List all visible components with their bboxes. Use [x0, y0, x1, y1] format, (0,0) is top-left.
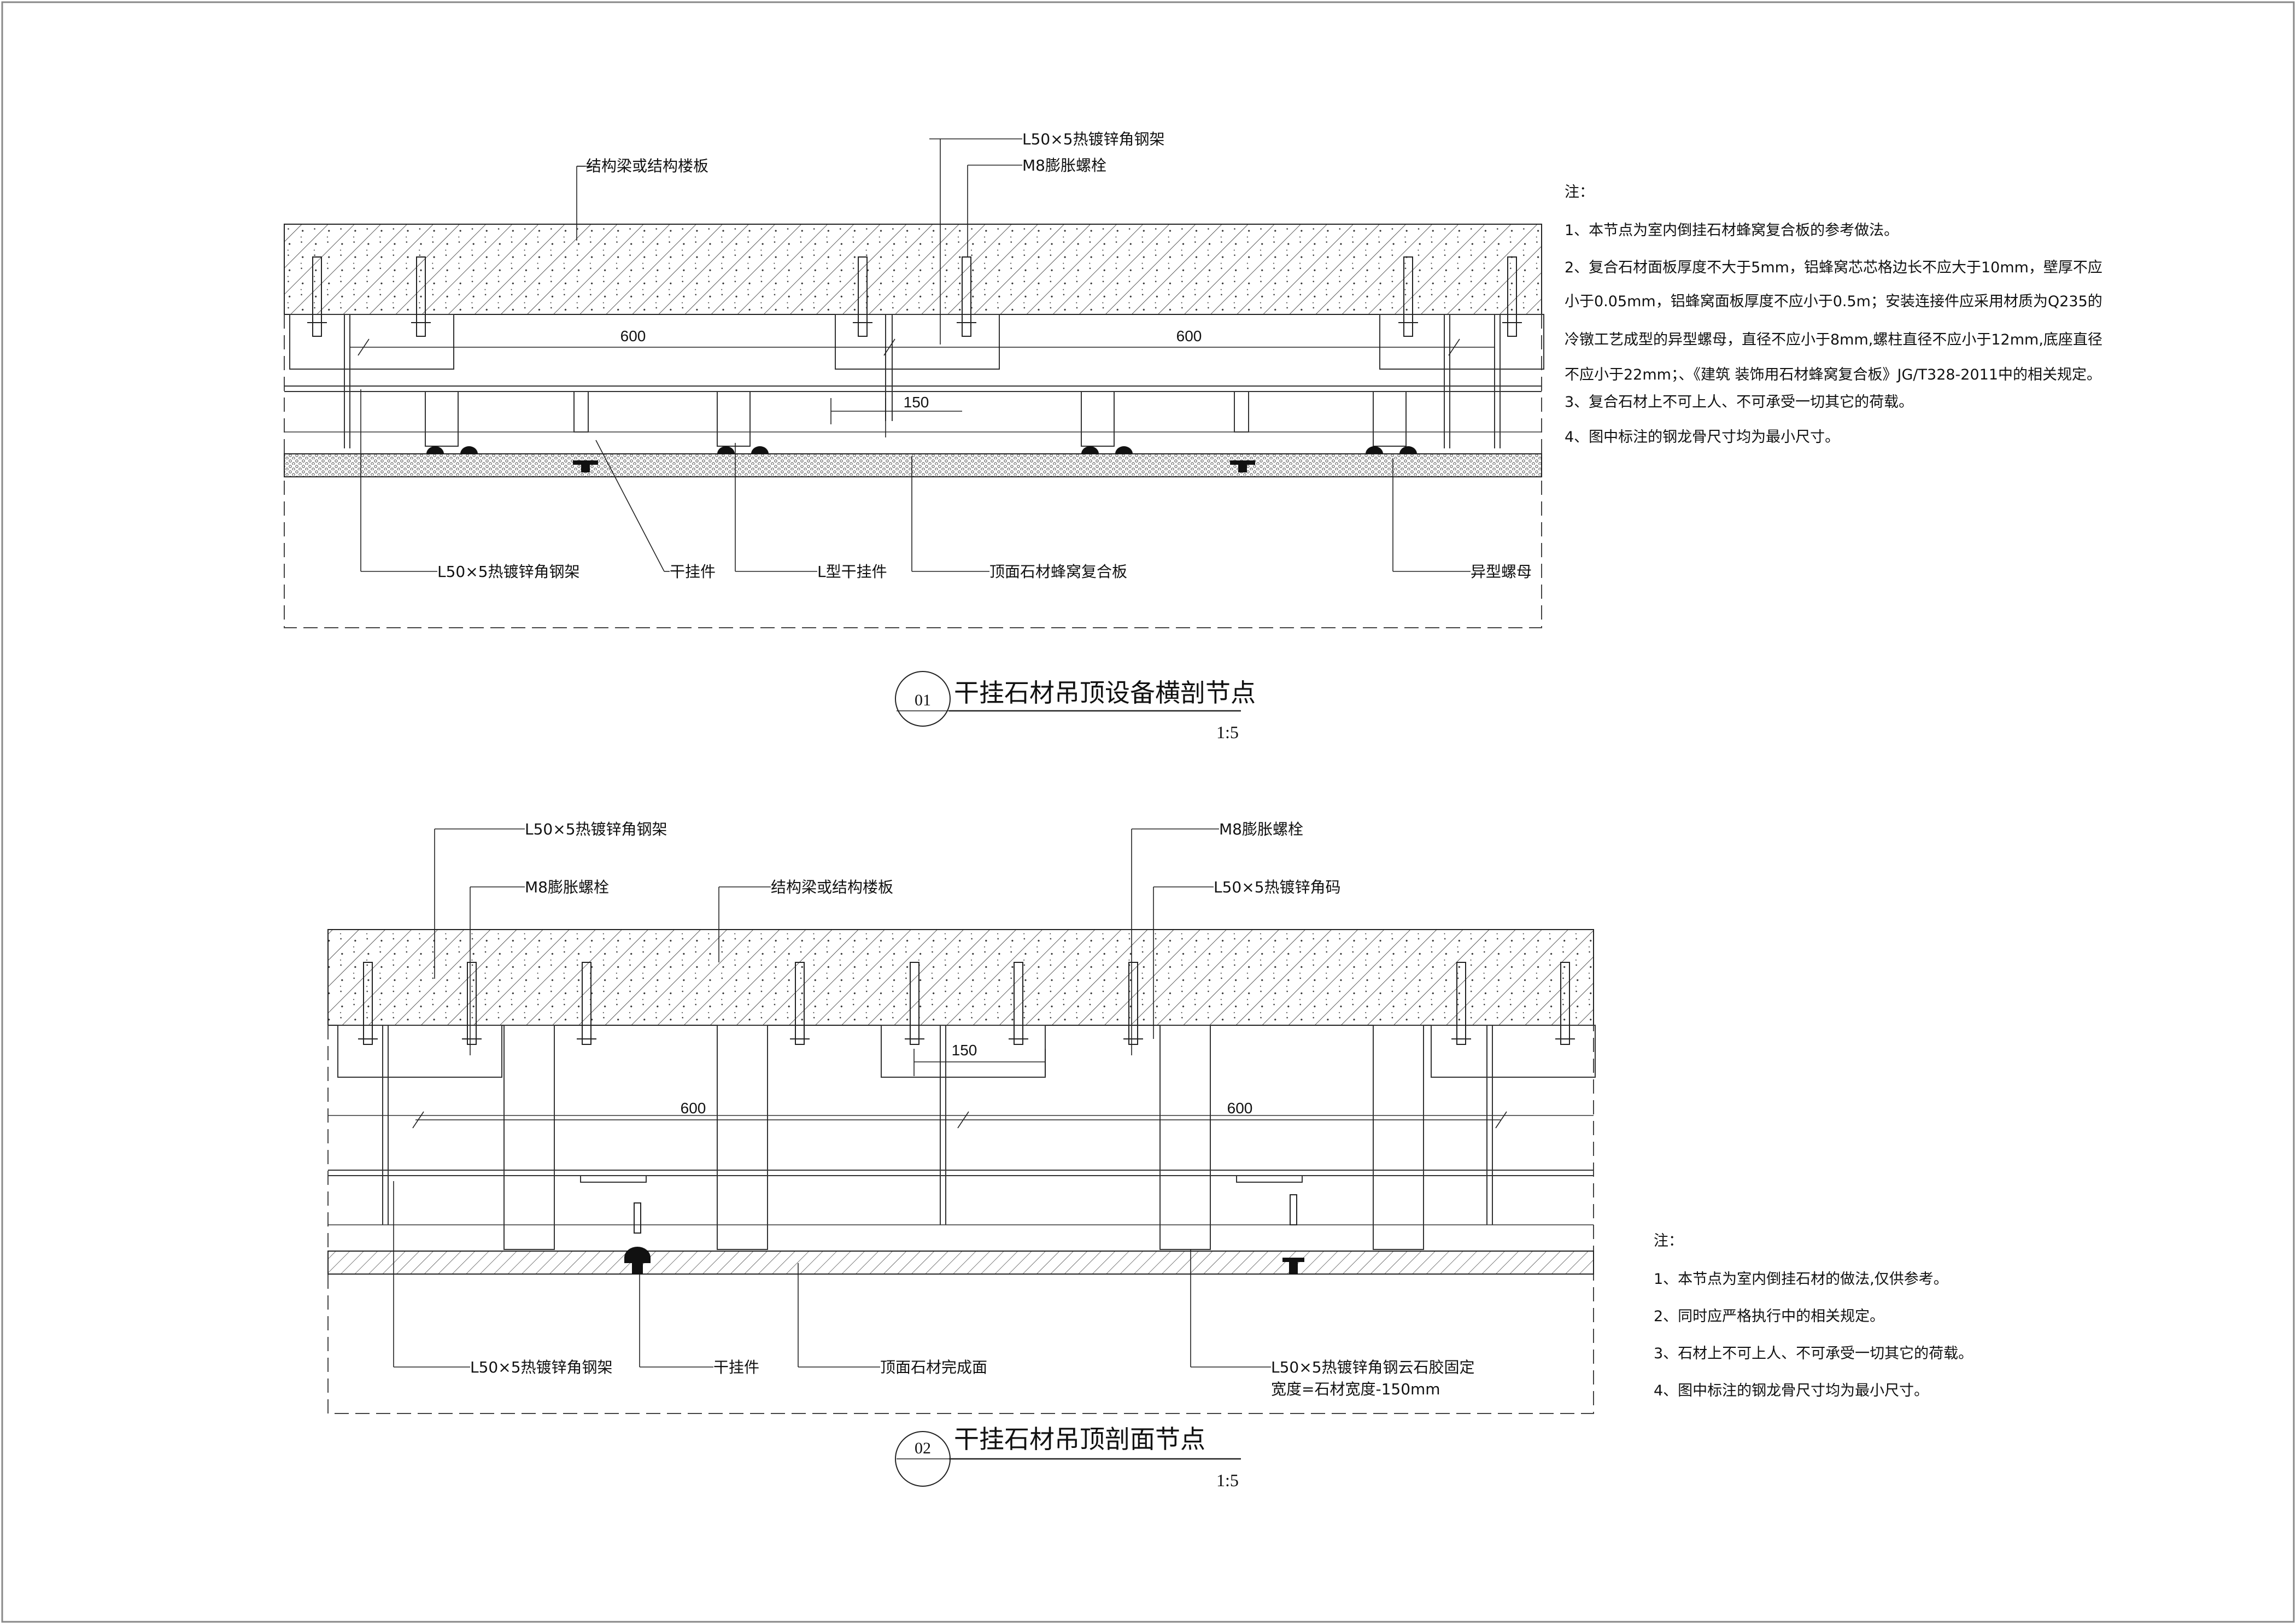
label-expansion-bolt-right-02: M8膨胀螺栓 — [1219, 820, 1303, 838]
structure-slab — [284, 224, 1542, 315]
label-structure-02: 结构梁或结构楼板 — [771, 878, 893, 896]
label-angle-frame-bottom-02: L50×5热镀锌角钢架 — [470, 1358, 613, 1376]
label-finish-face-02: 顶面石材完成面 — [880, 1358, 987, 1376]
label-structure: 结构梁或结构楼板 — [586, 157, 708, 175]
notes-1-line-6: 3、复合石材上不可上人、不可承受一切其它的荷载。 — [1565, 394, 1913, 411]
notes-1-line-3: 小于0.05mm，铝蜂窝面板厚度不应小于0.5m；安装连接件应采用材质为Q235… — [1565, 293, 2102, 310]
dim-span-left-02: 600 — [681, 1100, 706, 1117]
notes-2-line-4: 4、图中标注的钢龙骨尺寸均为最小尺寸。 — [1654, 1382, 1929, 1399]
detail-01-circle — [895, 671, 951, 727]
detail-02-scale: 1:5 — [1216, 1470, 1239, 1490]
detail-02: 600 600 150 L50×5热镀锌角钢架 M8膨胀螺栓 结构梁或结构楼板 … — [327, 820, 1596, 1490]
notes-1-heading: 注： — [1565, 184, 1594, 201]
label-expansion-bolt: M8膨胀螺栓 — [1022, 156, 1106, 174]
label-dry-hanger: 干挂件 — [670, 563, 716, 581]
detail-02-number: 02 — [915, 1439, 931, 1457]
notes-1-line-2: 2、复合石材面板厚度不大于5mm，铝蜂窝芯芯格边长不应大于10mm，壁厚不应 — [1565, 259, 2102, 276]
notes-2-heading: 注： — [1654, 1232, 1683, 1249]
notes-1-line-5: 不应小于22mm；、《建筑 装饰用石材蜂窝复合板》JG/T328-2011中的相… — [1565, 366, 2101, 383]
expansion-bolts — [307, 256, 1522, 337]
label-special-nut: 异型螺母 — [1471, 563, 1532, 581]
dim-gap: 150 — [904, 394, 929, 411]
detail-01-number: 01 — [915, 691, 931, 709]
notes-1-line-1: 1、本节点为室内倒挂石材蜂窝复合板的参考做法。 — [1565, 222, 1899, 239]
label-dry-hanger-02: 干挂件 — [713, 1358, 759, 1376]
detail-02-title: 干挂石材吊顶剖面节点 — [954, 1424, 1205, 1454]
leader-lines — [360, 138, 1471, 572]
stone-finish — [327, 1251, 1594, 1275]
label-expansion-bolt-left-02: M8膨胀螺栓 — [525, 878, 609, 896]
label-glue-fix-line2: 宽度=石材宽度-150mm — [1271, 1380, 1440, 1398]
notes-2-line-3: 3、石材上不可上人、不可承受一切其它的荷载。 — [1654, 1345, 1973, 1362]
leader-lines-02 — [393, 828, 1271, 1368]
label-angle-frame-top: L50×5热镀锌角钢架 — [1022, 130, 1165, 148]
dim-gap-02: 150 — [952, 1042, 977, 1059]
detail-01: 600 600 150 L50×5热镀锌角钢架 M8膨胀螺栓 结构梁或结构楼板 … — [284, 130, 1544, 742]
notes-1-line-7: 4、图中标注的钢龙骨尺寸均为最小尺寸。 — [1565, 429, 1840, 446]
honeycomb-panel — [284, 453, 1542, 477]
special-nuts — [426, 446, 1417, 472]
label-angle-code-02: L50×5热镀锌角码 — [1214, 878, 1341, 896]
label-glue-fix-line1: L50×5热镀锌角钢云石胶固定 — [1271, 1358, 1475, 1376]
label-angle-frame-bottom: L50×5热镀锌角钢架 — [437, 563, 580, 581]
expansion-bolts-02 — [358, 962, 1575, 1234]
section-outline-02 — [327, 1025, 1594, 1414]
dim-span-right-02: 600 — [1227, 1100, 1253, 1117]
dim-span-right: 600 — [1176, 328, 1202, 344]
label-l-hanger: L型干挂件 — [817, 563, 887, 581]
detail-01-scale: 1:5 — [1216, 722, 1239, 742]
structure-slab-02 — [327, 929, 1594, 1026]
notes-1: 注： 1、本节点为室内倒挂石材蜂窝复合板的参考做法。 2、复合石材面板厚度不大于… — [1565, 184, 2102, 446]
dry-hangers-02 — [624, 1247, 1304, 1274]
detail-01-title: 干挂石材吊顶设备横剖节点 — [954, 678, 1256, 708]
notes-2-line-2: 2、同时应严格执行中的相关规定。 — [1654, 1308, 1884, 1325]
notes-2: 注： 1、本节点为室内倒挂石材的做法,仅供参考。 2、同时应严格执行中的相关规定… — [1654, 1232, 1973, 1399]
notes-1-line-4: 冷镦工艺成型的异型螺母，直径不应小于8mm,螺柱直径不应小于12mm,底座直径 — [1565, 331, 2102, 348]
label-honeycomb-panel: 顶面石材蜂窝复合板 — [989, 563, 1127, 581]
label-angle-frame-top-02: L50×5热镀锌角钢架 — [525, 820, 667, 838]
notes-2-line-1: 1、本节点为室内倒挂石材的做法,仅供参考。 — [1654, 1271, 1948, 1288]
dim-span-left: 600 — [620, 328, 646, 344]
